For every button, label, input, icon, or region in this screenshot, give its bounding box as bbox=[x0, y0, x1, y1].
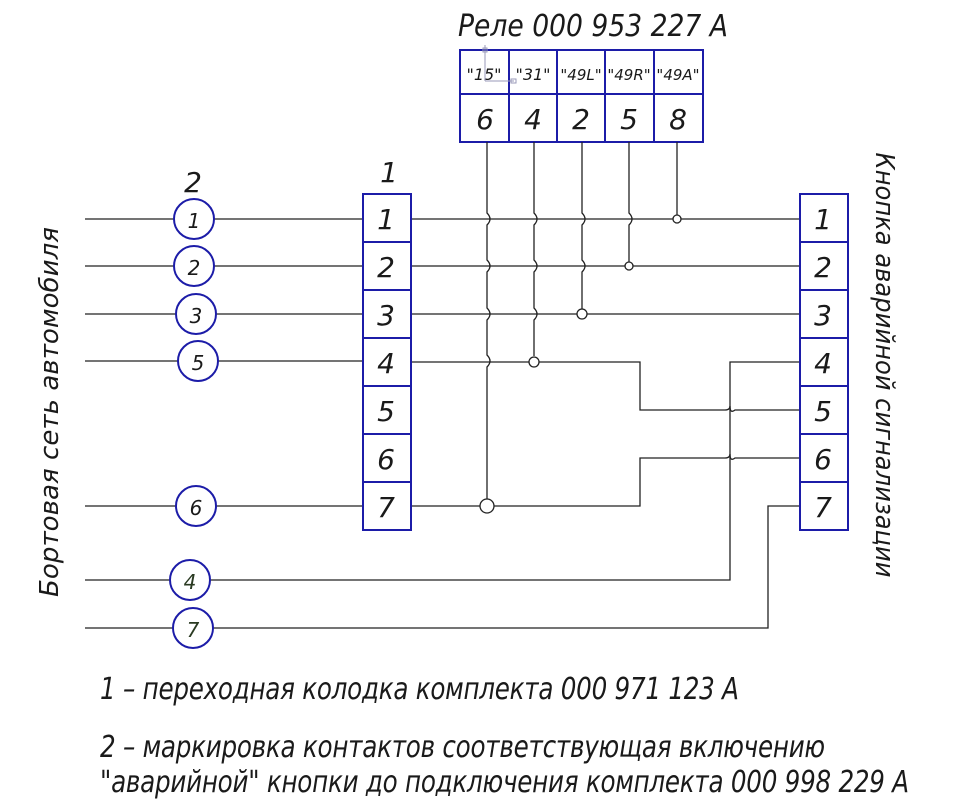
adapter-pin-cell bbox=[362, 385, 412, 435]
contact-mark-circle bbox=[173, 245, 215, 287]
hazard-button-label: Кнопка аварийной сигнализации bbox=[869, 153, 899, 578]
legend-item-2-continued: "аварийной" кнопки до подключения компле… bbox=[100, 765, 909, 800]
relay-title: Реле 000 953 227 А bbox=[458, 9, 728, 44]
wire-crossover bbox=[724, 453, 800, 460]
legend-item-2: 2 – маркировка контактов соответствующая… bbox=[100, 730, 825, 765]
relay-table: "15" "31" "49L" "49R" "49A" 6 4 2 5 8 bbox=[459, 45, 704, 143]
contact-mark-label: 1 bbox=[188, 209, 201, 233]
button-pin-cell bbox=[799, 481, 849, 531]
legend-item-1: 1 – переходная колодка комплекта 000 971… bbox=[100, 672, 739, 707]
relay-terminal-name: "49A" bbox=[656, 66, 699, 84]
relay-terminal-name: "49L" bbox=[560, 66, 601, 84]
contact-mark-circle bbox=[177, 340, 219, 382]
contact-mark-circle bbox=[175, 293, 217, 335]
wire bbox=[411, 457, 725, 507]
hazard-button-connector: 1 2 3 4 5 6 7 bbox=[799, 193, 849, 531]
button-pin-cell bbox=[799, 241, 849, 291]
adapter-pin-label: 5 bbox=[377, 395, 395, 428]
junction-node bbox=[576, 308, 588, 320]
contact-marks-callout: 2 bbox=[184, 166, 202, 199]
adapter-pin-cell bbox=[362, 241, 412, 291]
adapter-pin-label: 7 bbox=[377, 491, 395, 524]
adapter-pin-label: 1 bbox=[377, 203, 395, 236]
button-pin-label: 4 bbox=[814, 347, 832, 380]
contact-mark-label: 5 bbox=[192, 351, 205, 375]
junction-node bbox=[672, 214, 682, 224]
button-pin-cell bbox=[799, 193, 849, 243]
adapter-pin-cell bbox=[362, 433, 412, 483]
relay-terminal-name: "49R" bbox=[607, 66, 650, 84]
relay-wire-49L bbox=[581, 142, 586, 309]
wire bbox=[411, 361, 725, 411]
vehicle-network-label: Бортовая сеть автомобиля bbox=[35, 227, 65, 597]
cad-axis-marker bbox=[482, 45, 517, 84]
adapter-block: 1 1 2 3 4 5 6 7 bbox=[362, 156, 412, 531]
contact-mark-label: 7 bbox=[187, 618, 200, 642]
adapter-block-callout: 1 bbox=[380, 156, 398, 189]
wires-left bbox=[85, 218, 800, 629]
adapter-pin-label: 4 bbox=[377, 347, 395, 380]
relay-terminal-pin: 8 bbox=[669, 103, 687, 136]
contact-mark-label: 2 bbox=[188, 256, 201, 280]
adapter-pin-cell bbox=[362, 193, 412, 243]
button-pin-label: 3 bbox=[814, 299, 832, 332]
wire-crossover bbox=[724, 405, 800, 412]
wire bbox=[85, 505, 800, 629]
relay-table-frame bbox=[459, 49, 704, 143]
junction-node bbox=[479, 498, 495, 514]
adapter-pin-cell bbox=[362, 481, 412, 531]
relay-wire-31 bbox=[533, 142, 538, 356]
button-pin-cell bbox=[799, 337, 849, 387]
wires-right bbox=[411, 218, 800, 507]
contact-mark-label: 4 bbox=[184, 570, 197, 594]
relay-terminal-name: "31" bbox=[515, 65, 550, 84]
button-pin-label: 6 bbox=[814, 443, 832, 476]
relay-terminal-pin: 5 bbox=[620, 103, 638, 136]
adapter-pin-label: 2 bbox=[377, 251, 395, 284]
adapter-pin-label: 6 bbox=[377, 443, 395, 476]
button-pin-label: 5 bbox=[814, 395, 832, 428]
contact-mark-circle bbox=[169, 559, 211, 601]
junction-node bbox=[624, 261, 634, 271]
relay-terminal-name: "15" bbox=[466, 65, 501, 84]
contact-mark-circle bbox=[175, 485, 217, 527]
relay-terminal-pin: 4 bbox=[524, 103, 542, 136]
contact-marks: 2 1 2 3 5 6 4 7 bbox=[169, 166, 219, 649]
junction-node bbox=[528, 356, 540, 368]
wire bbox=[85, 361, 800, 581]
relay-terminal-pin: 6 bbox=[476, 103, 494, 136]
contact-mark-circle bbox=[173, 198, 215, 240]
relay-terminal-pin: 2 bbox=[572, 103, 590, 136]
relay-wires bbox=[479, 142, 682, 514]
contact-mark-label: 6 bbox=[190, 496, 203, 520]
button-pin-label: 1 bbox=[814, 203, 832, 236]
contact-mark-label: 3 bbox=[190, 304, 203, 328]
button-pin-label: 7 bbox=[814, 491, 832, 524]
adapter-pin-label: 3 bbox=[377, 299, 395, 332]
relay-wire-49R bbox=[628, 142, 633, 262]
relay-wire-15 bbox=[486, 142, 491, 500]
contact-mark-circle bbox=[172, 607, 214, 649]
button-pin-label: 2 bbox=[814, 251, 832, 284]
